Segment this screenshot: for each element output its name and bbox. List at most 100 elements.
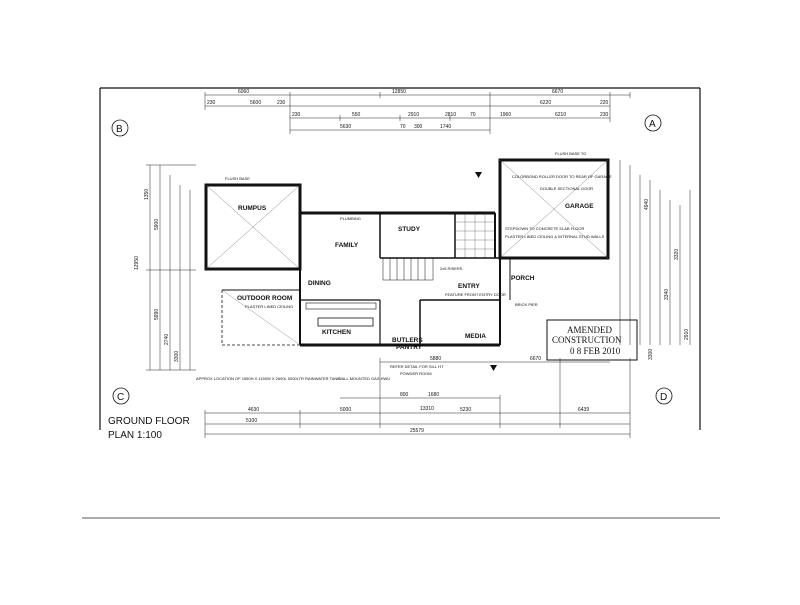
note-brick-pier: BRICK PIER <box>515 302 538 307</box>
dim-6220: 6220 <box>540 100 551 106</box>
svg-text:C: C <box>117 392 124 403</box>
dim-230b: 230 <box>277 100 286 106</box>
dim-230a: 230 <box>207 100 216 106</box>
dim-220: 220 <box>600 100 609 106</box>
room-label-butlers: BUTLERS <box>392 337 423 344</box>
dim-25579: 25579 <box>410 428 424 434</box>
dim-5600: 5600 <box>250 100 261 106</box>
kitchen-bench <box>305 302 377 310</box>
left-dimension-lines <box>146 164 196 371</box>
wall-lower-section <box>221 257 511 347</box>
dim-5000: 5000 <box>340 407 351 413</box>
grid-marker-d: D <box>655 387 673 405</box>
grid-marker-a: A <box>644 114 662 132</box>
section-marker-top <box>475 172 482 178</box>
right-dimension-lines <box>619 160 691 345</box>
dim-5630: 5630 <box>340 124 351 130</box>
note-approx-location: APPROX LOCATION OF 1550H X 1150W X 2600L… <box>196 376 340 381</box>
dim-5230: 5230 <box>460 407 471 413</box>
note-plumbing: PLUMBING <box>340 216 361 221</box>
stair <box>382 257 434 281</box>
dim-6670b: 6670 <box>530 356 541 362</box>
svg-text:B: B <box>116 124 123 135</box>
dim-right-4940: 4940 <box>644 199 650 210</box>
note-plaster-ceiling: PLASTER LINED CEILING & INTERNAL STUD WA… <box>505 234 605 239</box>
dim-5100: 5100 <box>246 418 257 424</box>
svg-text:A: A <box>649 119 656 130</box>
top-dimension-lines <box>204 92 631 134</box>
dim-6060: 6060 <box>238 89 249 95</box>
dim-left-5990: 5990 <box>154 309 160 320</box>
note-step-concrete: STEPDOWN TO CONCRETE SLAB FLOOR <box>505 226 585 231</box>
dim-300: 300 <box>414 124 423 130</box>
dim-4630: 4630 <box>248 407 259 413</box>
room-label-porch: PORCH <box>511 275 535 282</box>
dim-left-1350: 1350 <box>144 189 150 200</box>
stamp-line1: AMENDED <box>567 325 612 335</box>
dim-left-3300: 3300 <box>174 351 180 362</box>
note-roller-door: COLORBOND ROLLER DOOR TO REAR OF GARAGE <box>512 174 612 179</box>
dim-3300-right: 3300 <box>648 349 654 360</box>
wall-garage <box>498 158 610 260</box>
svg-text:D: D <box>660 392 667 403</box>
dim-230c: 230 <box>292 112 301 118</box>
dim-2810: 2810 <box>445 112 456 118</box>
wall-rumpus <box>204 183 302 271</box>
room-label-kitchen: KITCHEN <box>322 329 351 336</box>
note-wall-mounted: WALL MOUNTED GAS HWU <box>338 376 390 381</box>
dim-12850: 12850 <box>392 89 406 95</box>
grid-marker-c: C <box>112 387 130 405</box>
outdoor-roof-line <box>221 289 301 346</box>
room-label-dining: DINING <box>308 280 331 287</box>
dim-left-12950: 12950 <box>134 256 140 270</box>
stamp-date: 0 8 FEB 2010 <box>570 346 621 356</box>
dim-70: 70 <box>470 112 476 118</box>
dim-6210: 6210 <box>555 112 566 118</box>
wall-main-house <box>299 211 510 290</box>
note-flush-base-left: FLUSH BASE <box>225 176 250 181</box>
room-label-garage: GARAGE <box>565 203 594 210</box>
note-double-sectional: DOUBLE SECTIONAL DOOR <box>540 186 593 191</box>
bottom-dimension-lines <box>204 358 631 438</box>
dim-2910: 2910 <box>408 112 419 118</box>
kitchen-island <box>317 317 374 327</box>
room-label-media: MEDIA <box>465 333 486 340</box>
dim-230d: 230 <box>600 112 609 118</box>
dim-1680: 1680 <box>428 392 439 398</box>
note-step-refer: REFER DETAIL FOR SILL HT <box>390 364 444 369</box>
note-stairs: 2x5 RISERS <box>440 266 463 271</box>
dim-left-2740: 2740 <box>164 334 170 345</box>
stamp-line2: CONSTRUCTION <box>552 335 622 345</box>
dim-5880: 5880 <box>430 356 441 362</box>
dim-550: 550 <box>352 112 361 118</box>
note-outdoor-plaster: PLASTER LINED CEILING <box>245 304 293 309</box>
note-flush-base-right: FLUSH BASE TO <box>555 151 586 156</box>
room-label-study: STUDY <box>398 226 421 233</box>
note-feature-front: FEATURE FRONT ENTRY DOOR <box>445 292 506 297</box>
dim-right-3320: 3320 <box>674 249 680 260</box>
dim-left-5900: 5900 <box>154 219 160 230</box>
amended-construction-stamp: AMENDED CONSTRUCTION 0 8 FEB 2010 <box>546 319 638 361</box>
dim-800: 800 <box>400 392 409 398</box>
grid-marker-b: B <box>111 119 129 137</box>
room-label-entry: ENTRY <box>458 283 480 290</box>
dim-70b: 70 <box>400 124 406 130</box>
dim-6439: 6439 <box>578 407 589 413</box>
dim-right-2910: 2910 <box>684 329 690 340</box>
dim-1960: 1960 <box>500 112 511 118</box>
dim-1740: 1740 <box>440 124 451 130</box>
title-line1: GROUND FLOOR <box>108 416 190 427</box>
dim-right-3340: 3340 <box>664 289 670 300</box>
room-label-rumpus: RUMPUS <box>238 205 267 212</box>
dim-6670: 6670 <box>552 89 563 95</box>
room-label-outdoor: OUTDOOR ROOM <box>237 295 292 302</box>
title-line2: PLAN 1:100 <box>108 430 162 441</box>
room-label-family: FAMILY <box>335 242 359 249</box>
dim-13310: 13310 <box>420 406 434 412</box>
wet-area-tiles <box>454 212 496 259</box>
section-marker-bottom <box>490 365 497 371</box>
note-powder-room: POWDER ROOM <box>400 371 432 376</box>
room-label-pantry: PANTRY <box>396 344 423 351</box>
